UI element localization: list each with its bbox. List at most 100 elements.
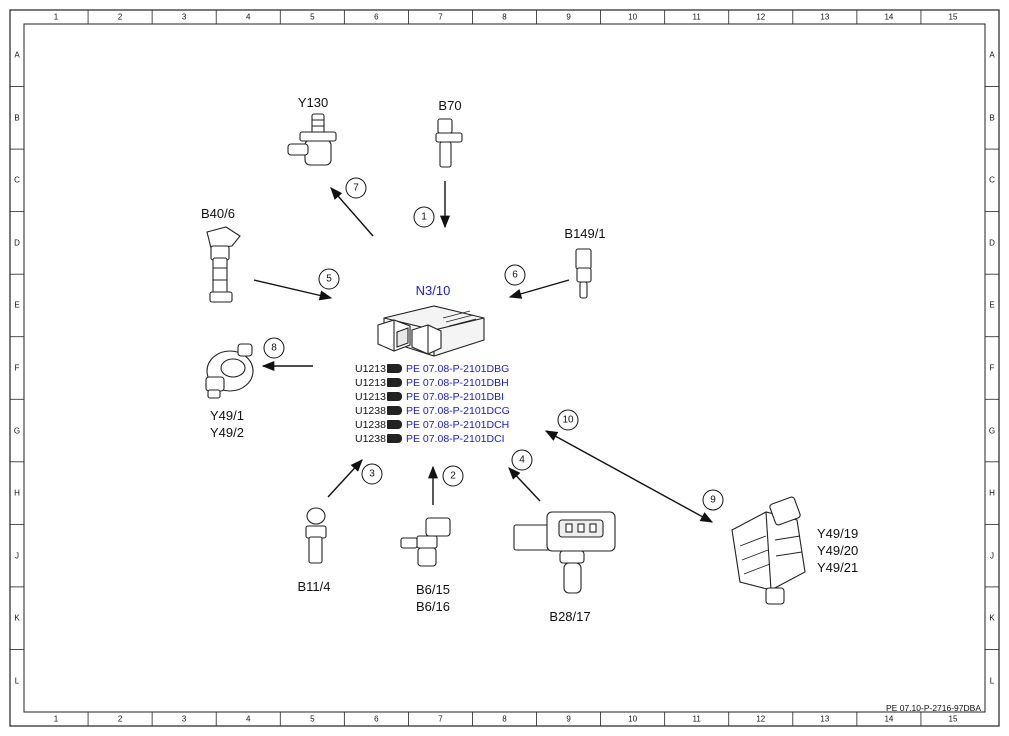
arrow-4 <box>508 467 541 502</box>
row-label-left: J <box>15 551 19 561</box>
row-label-right: F <box>989 363 995 373</box>
y49-1-drawing <box>205 343 254 399</box>
reference-code: U1213 <box>355 391 386 403</box>
row-label-right: D <box>989 238 995 248</box>
column-label-top: 5 <box>310 12 315 22</box>
column-label-top: 3 <box>181 12 187 22</box>
pointing-hand-icon <box>386 391 402 401</box>
callout-9: 9 <box>702 489 724 511</box>
callout-6: 6 <box>504 264 526 286</box>
pointing-hand-icon <box>386 405 402 415</box>
reference-row: U1213 PE 07.08-P-2101DBG <box>355 362 509 376</box>
column-label-top: 11 <box>692 12 701 22</box>
row-label-right: E <box>989 300 995 310</box>
label-b28-17: B28/17 <box>549 609 591 624</box>
ecu-n3-10-drawing <box>377 305 485 357</box>
reference-link[interactable]: PE 07.08-P-2101DCI <box>405 433 505 445</box>
callout-1: 1 <box>413 206 435 228</box>
grid-ticks <box>10 10 999 726</box>
callout-7: 7 <box>345 177 367 199</box>
reference-row: U1213 PE 07.08-P-2101DBH <box>355 376 509 390</box>
reference-link[interactable]: PE 07.08-P-2101DCH <box>405 419 510 431</box>
reference-link[interactable]: PE 07.08-P-2101DBG <box>405 363 510 375</box>
column-label-bottom: 5 <box>310 714 315 724</box>
reference-link[interactable]: PE 07.08-P-2101DBI <box>405 391 505 403</box>
column-label-top: 7 <box>438 12 443 22</box>
ecu-label[interactable]: N3/10 <box>415 283 451 298</box>
arrow-5 <box>253 279 333 301</box>
column-label-bottom: 12 <box>756 714 766 724</box>
column-label-top: 13 <box>820 12 830 22</box>
reference-code: U1213 <box>355 363 386 375</box>
column-label-bottom: 1 <box>53 714 59 724</box>
label-b6-16: B6/16 <box>416 599 450 614</box>
row-label-right: A <box>989 50 995 60</box>
reference-link[interactable]: PE 07.08-P-2101DCG <box>405 405 510 417</box>
row-label-right: B <box>989 113 995 123</box>
b11-4-drawing <box>305 507 327 564</box>
reference-row: U1213 PE 07.08-P-2101DBI <box>355 390 504 404</box>
column-label-top: 2 <box>117 12 123 22</box>
label-b70: B70 <box>438 98 462 113</box>
outer-frame <box>9 9 1000 727</box>
b149-1-drawing <box>575 248 592 299</box>
column-label-bottom: 13 <box>820 714 830 724</box>
callout-3: 3 <box>361 463 383 485</box>
arrow-3 <box>327 459 363 498</box>
y130-drawing <box>287 113 337 166</box>
label-y49-1: Y49/1 <box>210 408 244 423</box>
callout-5: 5 <box>318 268 340 290</box>
label-b6-15: B6/15 <box>416 582 450 597</box>
label-y49-21: Y49/21 <box>817 560 859 575</box>
column-label-bottom: 9 <box>566 714 571 724</box>
column-label-bottom: 3 <box>181 714 187 724</box>
label-b11-4: B11/4 <box>297 579 331 594</box>
row-label-left: G <box>13 426 21 436</box>
row-label-left: A <box>14 50 20 60</box>
row-label-right: H <box>989 488 995 498</box>
pointing-hand-icon <box>386 419 402 429</box>
column-label-top: 9 <box>566 12 571 22</box>
row-label-left: D <box>14 238 20 248</box>
row-label-left: K <box>14 613 20 623</box>
callout-4: 4 <box>511 449 533 471</box>
reference-row: U1238 PE 07.08-P-2101DCG <box>355 404 510 418</box>
reference-code: U1238 <box>355 405 386 417</box>
column-label-bottom: 15 <box>948 714 958 724</box>
label-y49-2: Y49/2 <box>210 425 244 440</box>
row-label-left: H <box>14 488 20 498</box>
column-label-bottom: 2 <box>117 714 123 724</box>
b70-drawing <box>435 118 463 168</box>
reference-code: U1213 <box>355 377 386 389</box>
row-label-left: F <box>14 363 20 373</box>
row-label-left: C <box>14 175 20 185</box>
column-label-top: 1 <box>53 12 59 22</box>
pointing-hand-icon <box>386 377 402 387</box>
column-label-bottom: 7 <box>438 714 443 724</box>
b40-6-drawing <box>206 226 241 303</box>
column-label-bottom: 14 <box>884 714 894 724</box>
pointing-hand-icon <box>386 363 402 373</box>
reference-row: U1238 PE 07.08-P-2101DCI <box>355 432 505 446</box>
label-b149-1: B149/1 <box>564 226 606 241</box>
inner-frame <box>23 23 986 713</box>
b28-17-drawing <box>513 511 616 594</box>
column-label-top: 15 <box>948 12 958 22</box>
reference-code: U1238 <box>355 433 386 445</box>
column-label-top: 10 <box>628 12 638 22</box>
row-label-right: C <box>989 175 995 185</box>
row-label-right: G <box>988 426 996 436</box>
row-label-left: B <box>14 113 20 123</box>
pointing-hand-icon <box>386 433 402 443</box>
label-y130: Y130 <box>297 95 329 110</box>
column-label-bottom: 11 <box>692 714 701 724</box>
column-label-bottom: 4 <box>245 714 251 724</box>
reference-link[interactable]: PE 07.08-P-2101DBH <box>405 377 509 389</box>
row-label-left: L <box>14 676 20 686</box>
row-label-left: E <box>14 300 20 310</box>
label-y49-20: Y49/20 <box>817 543 859 558</box>
column-label-bottom: 10 <box>628 714 638 724</box>
label-b40-6: B40/6 <box>201 206 235 221</box>
